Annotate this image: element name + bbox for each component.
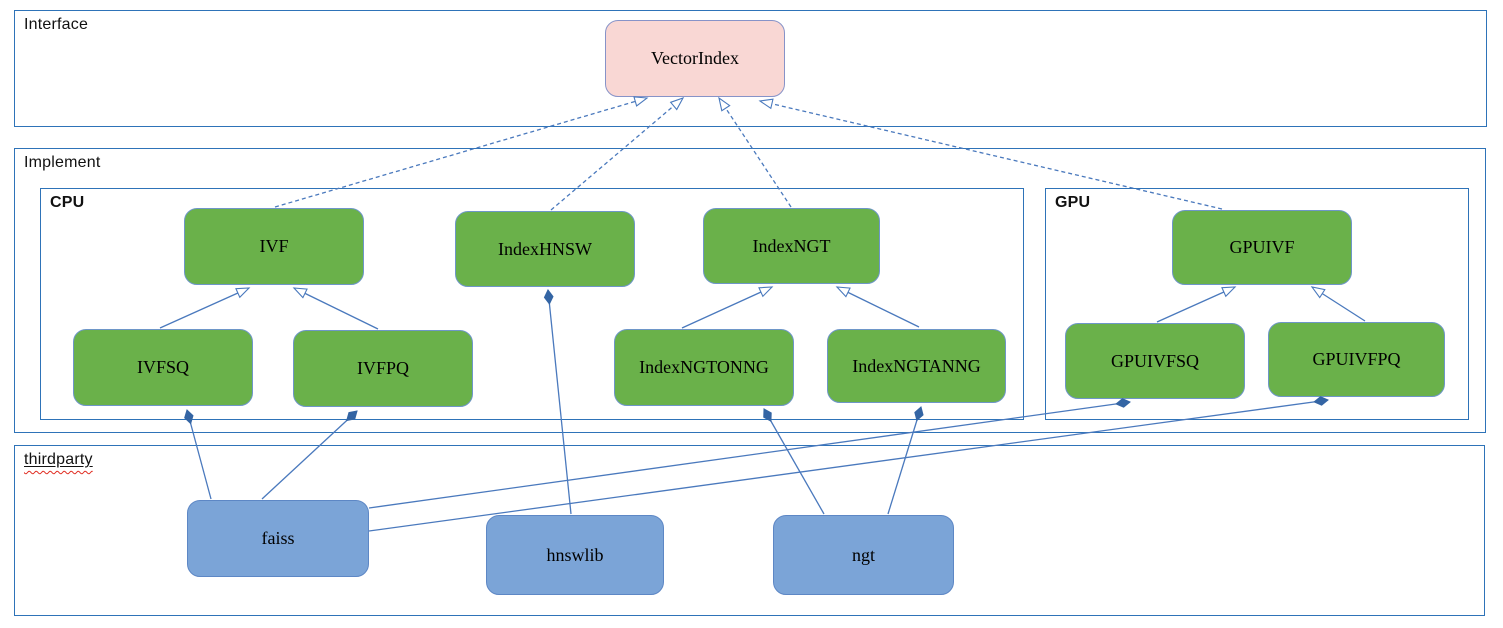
node-label-IndexNGT: IndexNGT [752,235,831,256]
section-cpu[interactable]: CPU [40,188,1024,420]
edge-GPUIVFPQ-GPUIVF[interactable] [1310,286,1366,322]
node-label-IVFSQ: IVFSQ [136,357,189,377]
edge-IVFPQ-IVF[interactable] [292,287,379,330]
section-label-implement: Implement [24,154,101,171]
node-IndexHNSW[interactable]: IndexHNSW [455,211,635,287]
node-label-VectorIndex: VectorIndex [651,48,739,68]
section-label-cpu: CPU [50,194,85,211]
section-implement[interactable]: Implement [14,148,1486,433]
node-label-IndexNGTANNG: IndexNGTANNG [852,355,981,376]
node-IVFPQ[interactable]: IVFPQ [293,330,473,407]
node-GPUIVFSQ[interactable]: GPUIVFSQ [1065,323,1245,399]
node-label-hnswlib: hnswlib [546,544,604,565]
node-IndexNGTONNG[interactable]: IndexNGTONNG [614,329,794,406]
node-hnswlib[interactable]: hnswlib [486,515,664,595]
section-thirdparty[interactable]: thirdparty [14,445,1485,616]
node-label-GPUIVFPQ: GPUIVFPQ [1312,349,1401,369]
edge-IndexNGTANNG-IndexNGT[interactable] [835,286,920,328]
edge-faiss-IVFSQ[interactable] [184,409,212,500]
node-faiss[interactable]: faiss [187,500,369,577]
node-label-IndexNGTONNG: IndexNGTONNG [639,357,769,377]
node-VectorIndex[interactable]: VectorIndex [605,20,785,97]
edge-ngt-IndexNGTONNG[interactable] [763,408,825,515]
section-label-thirdparty: thirdparty [24,451,93,468]
node-label-GPUIVFSQ: GPUIVFSQ [1110,350,1200,371]
node-label-ngt: ngt [851,544,875,565]
edge-IndexNGTONNG-IndexNGT[interactable] [681,286,774,329]
edge-IndexHNSW-VectorIndex[interactable] [550,97,685,211]
node-GPUIVF[interactable]: GPUIVF [1172,210,1352,285]
edge-hnswlib-IndexHNSW[interactable] [543,289,572,515]
section-label-interface: Interface [24,16,89,33]
node-GPUIVFPQ[interactable]: GPUIVFPQ [1268,322,1445,397]
section-gpu[interactable]: GPU [1045,188,1469,420]
edge-faiss-GPUIVFSQ[interactable] [368,398,1131,509]
node-label-IVFPQ: IVFPQ [356,358,409,378]
node-ngt[interactable]: ngt [773,515,954,595]
node-label-IndexHNSW: IndexHNSW [498,238,592,259]
edge-IndexNGT-VectorIndex[interactable] [718,96,792,208]
edge-faiss-IVFPQ[interactable] [261,410,358,500]
edge-faiss-GPUIVFPQ[interactable] [368,396,1329,532]
node-IndexNGTANNG[interactable]: IndexNGTANNG [827,329,1006,403]
edge-IVFSQ-IVF[interactable] [159,287,251,329]
node-label-faiss: faiss [261,528,295,548]
node-IndexNGT[interactable]: IndexNGT [703,208,880,284]
node-IVFSQ[interactable]: IVFSQ [73,329,253,406]
edge-ngt-IndexNGTANNG[interactable] [887,406,924,515]
edge-IVF-VectorIndex[interactable] [274,96,649,208]
node-label-GPUIVF: GPUIVF [1229,237,1295,257]
edge-GPUIVFSQ-GPUIVF[interactable] [1156,286,1237,323]
node-IVF[interactable]: IVF [184,208,364,285]
edge-GPUIVF-VectorIndex[interactable] [758,98,1223,210]
node-label-IVF: IVF [259,236,289,256]
section-interface[interactable]: Interface [14,10,1487,127]
section-label-gpu: GPU [1055,194,1091,211]
